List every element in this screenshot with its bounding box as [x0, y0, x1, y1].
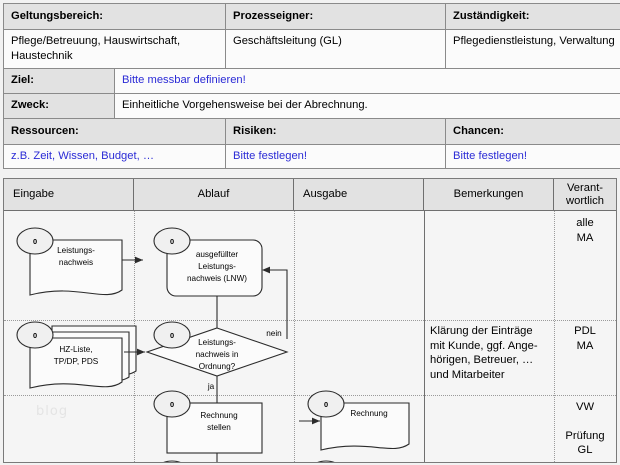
badge-number-ablauf-r1: 0 — [170, 237, 174, 246]
blog-watermark: blog — [36, 404, 69, 419]
verantwortlich-line-2: wortlich — [566, 194, 604, 207]
shape-hz-liste-document — [29, 337, 123, 389]
label-branch-nein: nein — [266, 329, 282, 338]
risiken-value: Bitte festlegen! — [225, 143, 446, 170]
ziel-label: Ziel: — [3, 68, 115, 95]
zweck-value: Einheitliche Vorgehensweise bei der Abre… — [114, 93, 620, 119]
verantwortlich-row-2: PDL MA — [554, 324, 616, 353]
zustaendigkeit-value: Pflegedienstleistung, Verwaltung — [445, 28, 620, 70]
badge-ellipse-ausgabe-r3 — [307, 390, 345, 418]
shape-leistungsnachweis-document — [29, 239, 123, 296]
verantwortlich-row2-line2: MA — [576, 339, 594, 352]
bemerkungen-row-2: Klärung der Einträge mit Kunde, ggf. Ang… — [430, 324, 556, 382]
info-header-row-1: Geltungsbereich: Prozesseigner: Zuständi… — [3, 3, 620, 30]
badge-ellipse-ausgabe-r4 — [317, 460, 335, 462]
process-flow-diagram: 0 Leistungs- nachweis 0 ausgefüllter Lei… — [16, 227, 410, 462]
label-lnw-2: Leistungs- — [198, 262, 236, 271]
col-sep-ablauf-ausgabe — [294, 211, 295, 462]
badge-ellipse-eingabe-r2 — [16, 321, 54, 349]
badge-ellipse-eingabe-r1 — [16, 227, 54, 255]
bemerkungen-row2-line2: mit Kunde, ggf. Ange- — [430, 339, 538, 352]
verantwortlich-row-1: alle MA — [554, 216, 616, 245]
label-hz-liste-2: TP/DP, PDS — [54, 357, 99, 366]
arrow-head-r2-eingabe-to-ablauf — [137, 348, 145, 356]
verantwortlich-line-1: Verant- — [566, 181, 604, 194]
column-header-bemerkungen: Bemerkungen — [424, 179, 554, 210]
ziel-row: Ziel: Bitte messbar definieren! — [3, 68, 620, 95]
flow-table-header-row: Eingabe Ablauf Ausgabe Bemerkungen Veran… — [4, 179, 616, 211]
info-value-row-1: Pflege/Betreuung, Hauswirtschaft, Hauste… — [3, 28, 620, 70]
arrow-head-r3-to-ausgabe — [312, 417, 320, 425]
info-header-row-2: Ressourcen: Risiken: Chancen: — [3, 117, 620, 145]
col-sep-bemerkungen-verantwortlich — [554, 211, 555, 462]
badge-number-ablauf-r3: 0 — [170, 400, 174, 409]
process-info-table: Geltungsbereich: Prozesseigner: Zuständi… — [3, 3, 620, 170]
verantwortlich-row2-line1: PDL — [574, 325, 596, 337]
flow-table-body: alle MA PDL MA VW Prüfung GL Klärung der… — [4, 211, 616, 462]
flow-table: Eingabe Ablauf Ausgabe Bemerkungen Veran… — [3, 178, 617, 463]
verantwortlich-row-3: VW Prüfung GL — [554, 400, 616, 458]
label-leistungsnachweis-1: Leistungs- — [57, 246, 95, 255]
label-decision-1: Leistungs- — [198, 338, 236, 347]
label-decision-2: nachweis in — [196, 350, 239, 359]
label-rechnung: Rechnung — [350, 409, 388, 418]
chancen-value: Bitte festlegen! — [445, 143, 620, 170]
geltungsbereich-header: Geltungsbereich: — [3, 3, 226, 30]
label-hz-liste-1: HZ-Liste, — [59, 345, 92, 354]
prozesseigner-header: Prozesseigner: — [225, 3, 446, 30]
badge-number-ablauf-r2: 0 — [170, 331, 174, 340]
verantwortlich-row3-line3: GL — [577, 444, 593, 457]
col-sep-ausgabe-bemerkungen — [424, 211, 425, 462]
column-header-verantwortlich: Verant- wortlich — [554, 179, 616, 210]
verantwortlich-row3-line2: Prüfung — [565, 429, 605, 442]
geltungsbereich-value: Pflege/Betreuung, Hauswirtschaft, Hauste… — [3, 28, 226, 70]
column-header-eingabe: Eingabe — [4, 179, 134, 210]
label-decision-3: Ordnung? — [199, 362, 236, 371]
verantwortlich-row1-line2: MA — [576, 231, 594, 244]
label-leistungsnachweis-2: nachweis — [59, 258, 93, 267]
badge-ellipse-ablauf-r1 — [153, 227, 191, 255]
verantwortlich-row1-line1: alle — [576, 217, 594, 229]
ressourcen-value: z.B. Zeit, Wissen, Budget, … — [3, 143, 226, 170]
zweck-row: Zweck: Einheitliche Vorgehensweise bei d… — [3, 93, 620, 119]
label-rechnung-stellen-2: stellen — [207, 423, 231, 432]
column-header-ablauf: Ablauf — [134, 179, 294, 210]
shape-ausgefuellter-lnw — [166, 239, 263, 297]
zustaendigkeit-header: Zuständigkeit: — [445, 3, 620, 30]
badge-number-ausgabe-r3: 0 — [324, 400, 328, 409]
feedback-arrow-head-nein — [262, 266, 270, 274]
badge-ellipse-ablauf-r3 — [153, 390, 191, 418]
label-lnw-3: nachweis (LNW) — [187, 274, 247, 283]
badge-ellipse-ablauf-r2 — [153, 321, 191, 349]
feedback-line-nein — [270, 269, 288, 339]
shape-rechnung-document — [320, 402, 410, 451]
prozesseigner-value: Geschäftsleitung (GL) — [225, 28, 446, 70]
zweck-label: Zweck: — [3, 93, 115, 119]
row-sep-1 — [4, 320, 616, 321]
badge-ellipse-ablauf-r4 — [163, 460, 181, 462]
bemerkungen-row2-line4: und Mitarbeiter — [430, 368, 505, 381]
column-header-ausgabe: Ausgabe — [294, 179, 424, 210]
label-ausgefuellter: ausgefüllter — [196, 250, 239, 259]
info-value-row-2: z.B. Zeit, Wissen, Budget, … Bitte festl… — [3, 143, 620, 170]
chancen-header: Chancen: — [445, 117, 620, 145]
bemerkungen-row2-line3: hörigen, Betreuer, … — [430, 354, 534, 367]
badge-number-eingabe-r2: 0 — [33, 331, 37, 340]
risiken-header: Risiken: — [225, 117, 446, 145]
row-sep-2 — [4, 395, 616, 396]
bemerkungen-row2-line1: Klärung der Einträge — [430, 325, 533, 337]
arrow-head-r1-eingabe-to-ablauf — [135, 256, 143, 264]
ressourcen-header: Ressourcen: — [3, 117, 226, 145]
label-branch-ja: ja — [207, 382, 215, 391]
ziel-value: Bitte messbar definieren! — [114, 68, 620, 95]
verantwortlich-row3-line1: VW — [575, 401, 595, 413]
badge-number-eingabe-r1: 0 — [33, 237, 37, 246]
label-rechnung-stellen-1: Rechnung — [200, 411, 238, 420]
